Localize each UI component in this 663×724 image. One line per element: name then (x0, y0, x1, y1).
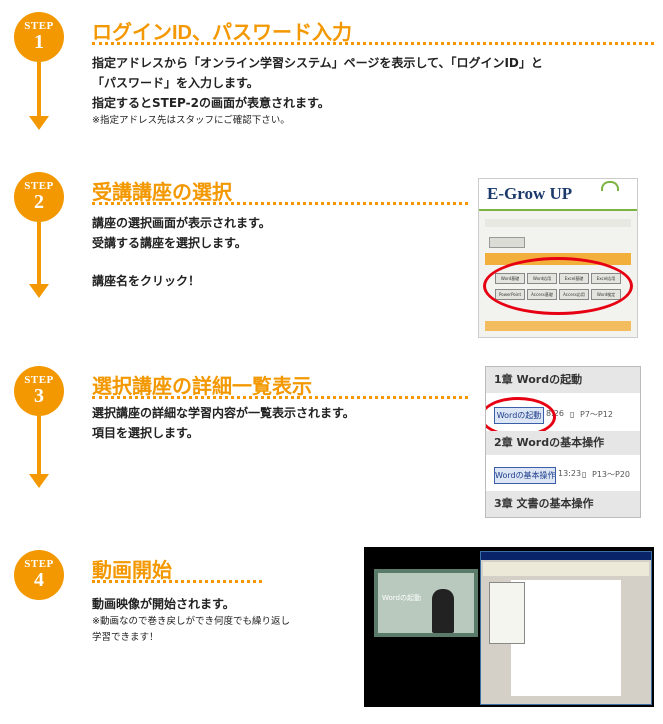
description-line: 選択講座の詳細な学習内容が一覧表示されます。 (92, 406, 355, 420)
step-1: STEP 1 ログインID、パスワード入力 指定アドレスから「オンライン学習シス… (0, 12, 663, 147)
step-badge-label: STEP (24, 558, 54, 570)
step-arrow (37, 222, 41, 286)
document-page (511, 580, 621, 696)
step-4: STEP 4 動画開始 動画映像が開始されます。 ※動画なので巻き戻しができ何度… (0, 550, 663, 700)
course-selection-screenshot: E-Grow UP Word基礎 Word応用 Excel基礎 Excel応用 … (478, 178, 638, 338)
title-divider (92, 42, 654, 45)
lesson-pages: P7～P12 (580, 410, 613, 419)
step-4-note: 学習できます！ (92, 632, 159, 643)
description-line: 指定するとSTEP-2の画面が表意されます。 (92, 96, 330, 110)
step-badge-label: STEP (24, 180, 54, 192)
window-titlebar (481, 552, 651, 560)
chapter-header: 2章 Wordの基本操作 (486, 431, 640, 455)
arrow-down-icon (29, 284, 49, 298)
step-3-title: 選択講座の詳細一覧表示 (92, 376, 312, 398)
context-menu (489, 582, 525, 644)
step-3-badge: STEP 3 (14, 366, 64, 416)
highlight-circle (483, 257, 633, 315)
step-badge-label: STEP (24, 374, 54, 386)
app-logo: E-Grow UP (487, 184, 573, 203)
toolbar (483, 562, 649, 576)
step-1-badge: STEP 1 (14, 12, 64, 62)
step-badge-number: 1 (34, 31, 44, 53)
step-badge-number: 2 (34, 191, 44, 213)
step-badge-label: STEP (24, 20, 54, 32)
step-2-description: 講座の選択画面が表示されます。 受講する講座を選択します。 講座名をクリック！ (92, 213, 271, 291)
step-2: STEP 2 受講講座の選択 講座の選択画面が表示されます。 受講する講座を選択… (0, 172, 663, 332)
course-list-button[interactable] (489, 237, 525, 248)
title-divider (92, 396, 468, 399)
lesson-pages: P13～P20 (592, 470, 631, 479)
book-icon: ▯ (570, 410, 575, 419)
chapter-header: 1章 Wordの起動 (486, 367, 640, 393)
video-frame (378, 573, 474, 633)
step-badge-number: 4 (34, 569, 44, 591)
step-4-badge: STEP 4 (14, 550, 64, 600)
book-icon: ▯ (582, 470, 587, 479)
step-4-description: 動画映像が開始されます。 ※動画なので巻き戻しができ何度でも繰り返し 学習できま… (92, 594, 290, 646)
chapter-list-screenshot: 1章 Wordの起動 Wordの起動 8:26 ▯ P7～P12 2章 Word… (485, 366, 641, 518)
section-header-bottom (485, 321, 631, 331)
description-line: 指定アドレスから「オンライン学習システム」ページを表示して、「ログインID」と (92, 56, 543, 70)
step-arrow (37, 416, 41, 476)
step-3: STEP 3 選択講座の詳細一覧表示 選択講座の詳細な学習内容が一覧表示されます… (0, 366, 663, 496)
word-window (480, 551, 652, 705)
description-line: 「パスワード」を入力します。 (92, 76, 259, 90)
info-bar (485, 219, 631, 227)
video-playback-screenshot: Wordの起動 (364, 547, 654, 707)
step-2-title: 受講講座の選択 (92, 182, 232, 204)
step-1-title: ログインID、パスワード入力 (92, 22, 352, 44)
lesson-duration: 13:23 (558, 469, 582, 478)
step-1-description: 指定アドレスから「オンライン学習システム」ページを表示して、「ログインID」と … (92, 53, 543, 129)
step-badge-number: 3 (34, 385, 44, 407)
description-line: 項目を選択します。 (92, 426, 199, 440)
arrow-down-icon (29, 116, 49, 130)
arrow-down-icon (29, 474, 49, 488)
title-divider (92, 202, 468, 205)
app-header: E-Grow UP (479, 179, 637, 211)
lesson-button[interactable]: Wordの基本操作 (494, 467, 556, 484)
step-1-note: ※指定アドレス先はスタッフにご確認下さい。 (92, 115, 290, 126)
description-line: 講座の選択画面が表示されます。 (92, 216, 271, 230)
step-3-description: 選択講座の詳細な学習内容が一覧表示されます。 項目を選択します。 (92, 403, 355, 443)
step-2-action: 講座名をクリック！ (92, 274, 201, 288)
chapter-header: 3章 文書の基本操作 (486, 491, 640, 517)
video-player: Wordの起動 (374, 569, 478, 637)
step-4-title: 動画開始 (92, 560, 172, 582)
presenter (432, 589, 454, 633)
step-4-note: ※動画なので巻き戻しができ何度でも繰り返し (92, 616, 290, 627)
video-caption: Wordの起動 (382, 594, 421, 602)
step-arrow (37, 62, 41, 118)
description-line: 受講する講座を選択します。 (92, 236, 247, 250)
description-line: 動画映像が開始されます。 (92, 597, 235, 611)
step-2-badge: STEP 2 (14, 172, 64, 222)
title-divider (92, 580, 262, 583)
sprout-icon (601, 181, 619, 191)
